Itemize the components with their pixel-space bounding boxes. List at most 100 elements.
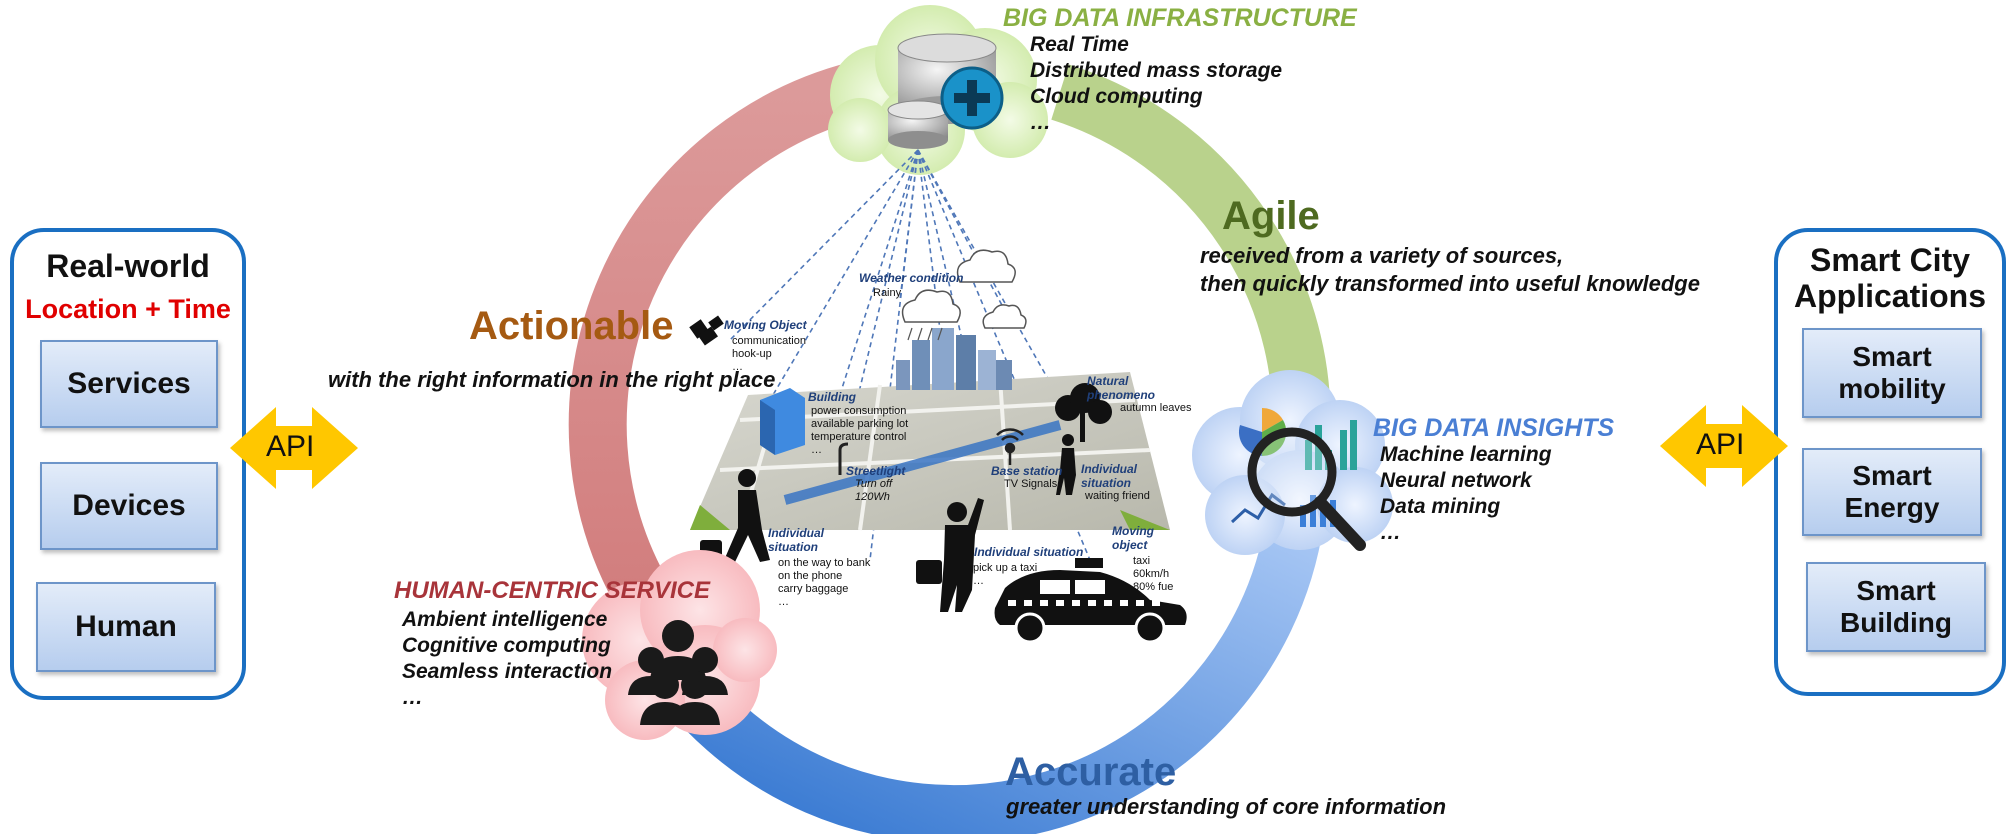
moving-object-title: Moving Object — [724, 318, 807, 332]
natural-line: autumn leaves — [1120, 402, 1192, 414]
api-right-label: API — [1696, 428, 1745, 461]
smart-energy-box: Smart Energy — [1802, 448, 1982, 536]
building-line: available parking lot — [811, 418, 909, 430]
weather-clouds-icon — [901, 249, 1027, 329]
streetlight-line: Turn off — [855, 478, 893, 490]
infrastructure-item: Real Time — [1030, 33, 1129, 56]
taxi-icon — [994, 558, 1187, 644]
individual2-title: Individual situation — [768, 526, 824, 554]
analytics-magnifier-icon — [1230, 407, 1366, 551]
natural-title-line1: Natural — [1087, 374, 1129, 388]
smart-building-box: Smart Building — [1806, 562, 1986, 652]
smart-mobility-line1: Smart — [1852, 341, 1932, 372]
infrastructure-item: Cloud computing — [1030, 85, 1203, 108]
moving-object2-line: 60km/h — [1133, 568, 1170, 580]
streetlight-lines: Turn off 120Wh — [855, 478, 892, 504]
ring-red-arc — [568, 61, 866, 604]
infrastructure-list: Real Time Distributed mass storage Cloud… — [1030, 32, 1282, 136]
individual3-line: … — [973, 575, 984, 587]
agile-desc-line2: then quickly transformed into useful kno… — [1200, 271, 1700, 296]
ring-blue-arc — [635, 515, 1324, 834]
natural-title-line2: phenomeno — [1087, 388, 1155, 402]
moving-object-line: hook-up — [732, 348, 772, 360]
city-map — [690, 372, 1170, 531]
infrastructure-title: BIG DATA INFRASTRUCTURE — [1003, 4, 1357, 32]
weather-value: Rainy — [873, 287, 902, 299]
devices-box: Devices — [40, 462, 218, 550]
building-icon — [760, 388, 805, 455]
people-group-icon — [628, 620, 728, 725]
accurate-label: Accurate — [1005, 750, 1177, 794]
smart-city-title-line1: Smart City — [1809, 242, 1971, 278]
infrastructure-item: Distributed mass storage — [1030, 59, 1283, 82]
real-world-panel: Real-world Location + Time Services Devi… — [10, 228, 246, 700]
real-world-title: Real-world — [46, 248, 210, 284]
human-centric-item: Cognitive computing — [402, 634, 611, 657]
individual2-line: on the phone — [778, 570, 843, 582]
human-centric-title: HUMAN-CENTRIC SERVICE — [394, 577, 711, 604]
human-centric-item: … — [402, 686, 423, 709]
database-icon — [887, 33, 1004, 149]
streetlight-line: 120Wh — [855, 491, 890, 503]
streetlight-title: Streetlight — [846, 464, 906, 478]
location-time-label: Location + Time — [25, 294, 231, 324]
individual2-lines: on the way to bank on the phone carry ba… — [778, 557, 870, 609]
satellite-icon — [689, 315, 724, 346]
human-centric-item: Ambient intelligence — [402, 608, 608, 631]
api-left-label: API — [266, 430, 315, 463]
moving-object-lines: communication hook-up … — [732, 335, 806, 374]
accurate-desc: greater understanding of core informatio… — [1006, 794, 1447, 819]
individual2-line: on the way to bank — [778, 557, 871, 569]
individual1-lines: waiting friend — [1085, 490, 1150, 503]
smart-city-title: Smart City Applications — [1778, 242, 2002, 314]
moving-object-line: … — [732, 361, 743, 373]
smart-mobility-line2: mobility — [1838, 373, 1946, 404]
smart-building-line1: Smart — [1856, 575, 1936, 606]
natural-lines: autumn leaves — [1120, 402, 1192, 415]
insights-title: BIG DATA INSIGHTS — [1373, 414, 1615, 442]
smart-building-line2: Building — [1840, 607, 1952, 638]
person-standing-icon — [1056, 434, 1076, 495]
rain-icon — [907, 327, 943, 341]
individual1-title-line1: Individual — [1081, 462, 1138, 476]
building-lines: power consumption available parking lot … — [811, 405, 908, 457]
individual1-title-line2: situation — [1081, 476, 1131, 490]
moving-object2-line: 80% fue — [1133, 581, 1174, 593]
agile-label: Agile — [1222, 194, 1320, 238]
streetlight-icon — [838, 442, 849, 475]
individual2-title-line2: situation — [768, 540, 818, 554]
smart-city-panel: Smart City Applications Smart mobility S… — [1774, 228, 2006, 696]
api-left-arrow — [230, 407, 358, 489]
individual3-line: pick up a taxi — [973, 562, 1038, 574]
natural-title: Natural phenomeno — [1087, 374, 1155, 402]
building-line: … — [811, 444, 822, 456]
services-box: Services — [40, 340, 218, 428]
base-station-line: TV Signals — [1004, 478, 1058, 490]
smart-city-title-line2: Applications — [1793, 278, 1986, 314]
moving-object2-title-line1: Moving — [1112, 524, 1154, 538]
base-station-icon — [996, 428, 1024, 465]
insights-item: Machine learning — [1380, 443, 1552, 466]
insights-item: … — [1380, 521, 1401, 544]
api-right-arrow — [1660, 405, 1788, 487]
individual3-lines: pick up a taxi … — [973, 562, 1037, 588]
individual1-title: Individual situation — [1081, 462, 1137, 490]
weather-title: Weather condition — [859, 271, 964, 285]
smart-energy-line1: Smart — [1852, 460, 1932, 491]
actionable-label: Actionable — [469, 304, 674, 348]
building-line: temperature control — [811, 431, 907, 443]
building-title: Building — [808, 390, 856, 404]
infrastructure-item: … — [1030, 111, 1051, 134]
insights-item: Neural network — [1380, 469, 1532, 492]
moving-object2-line: taxi — [1133, 555, 1151, 567]
insights-list: Machine learning Neural network Data min… — [1380, 442, 1552, 546]
insights-item: Data mining — [1380, 495, 1501, 518]
moving-object2-title: Moving object — [1112, 524, 1154, 552]
human-centric-item: Seamless interaction — [402, 660, 613, 683]
moving-object-line: communication — [732, 335, 806, 347]
individual1-line: waiting friend — [1085, 490, 1150, 502]
individual2-line: carry baggage — [778, 583, 849, 595]
building-line: power consumption — [811, 405, 907, 417]
tree-icon — [1055, 383, 1112, 442]
